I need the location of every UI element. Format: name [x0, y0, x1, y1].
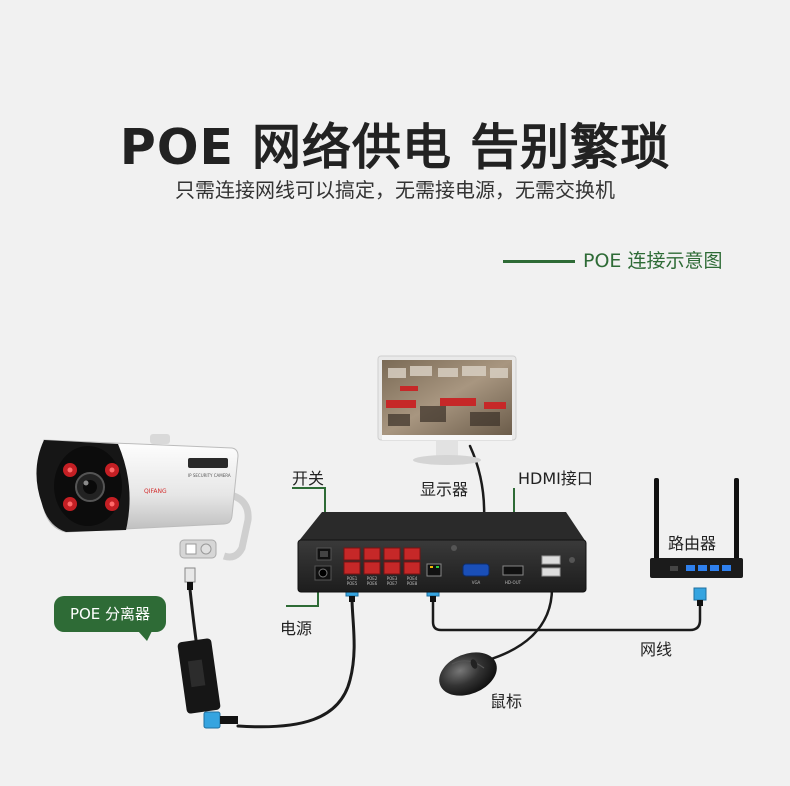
hdmi-label: HDMI接口: [518, 469, 593, 488]
vga-label: VGA: [472, 580, 481, 585]
router-label: 路由器: [668, 534, 717, 553]
poe-cable: [236, 596, 356, 729]
poe-splitter-icon: [177, 638, 238, 729]
poe-port-label: POE8: [407, 581, 418, 586]
mouse-cable: [486, 586, 554, 662]
legend-text: POE 连接示意图: [583, 250, 723, 272]
hdmi-out-label: HD-OUT: [505, 580, 522, 585]
legend-line: [503, 260, 575, 263]
poe-port-label: POE7: [387, 581, 398, 586]
page-title: POE 网络供电 告别繁琐: [119, 119, 671, 176]
poe-port-label: POE5: [347, 581, 358, 586]
camera-brand: QIFANG: [144, 488, 167, 495]
mouse-icon: [439, 652, 497, 696]
rj45-plug-icon: [184, 567, 196, 590]
page-subtitle: 只需连接网线可以搞定，无需接电源，无需交换机: [175, 178, 615, 202]
router-cable: [431, 593, 702, 632]
monitor-icon: [377, 355, 517, 465]
cable-label: 网线: [640, 640, 673, 659]
camera-icon: QIFANG IP SECURITY CAMERA: [36, 434, 252, 561]
poe-port-label: POE1: [347, 576, 358, 581]
monitor-label: 显示器: [420, 480, 469, 499]
router-icon: [650, 478, 743, 578]
switch-label: 开关: [292, 469, 325, 488]
poe-port-label: POE6: [367, 581, 378, 586]
mouse-label: 鼠标: [490, 692, 523, 711]
cables: [186, 444, 702, 729]
nvr-icon: POE1 POE2 POE3 POE4 POE5 POE6 POE7 POE8 …: [297, 512, 587, 593]
rj45-plug-icon: [693, 587, 707, 606]
camera-model: IP SECURITY CAMERA: [188, 473, 231, 478]
poe-port-label: POE3: [387, 576, 398, 581]
poe-splitter-badge: POE 分离器: [54, 596, 166, 641]
power-label: 电源: [280, 619, 313, 638]
poe-port-label: POE2: [367, 576, 378, 581]
poe-port-label: POE4: [407, 576, 418, 581]
